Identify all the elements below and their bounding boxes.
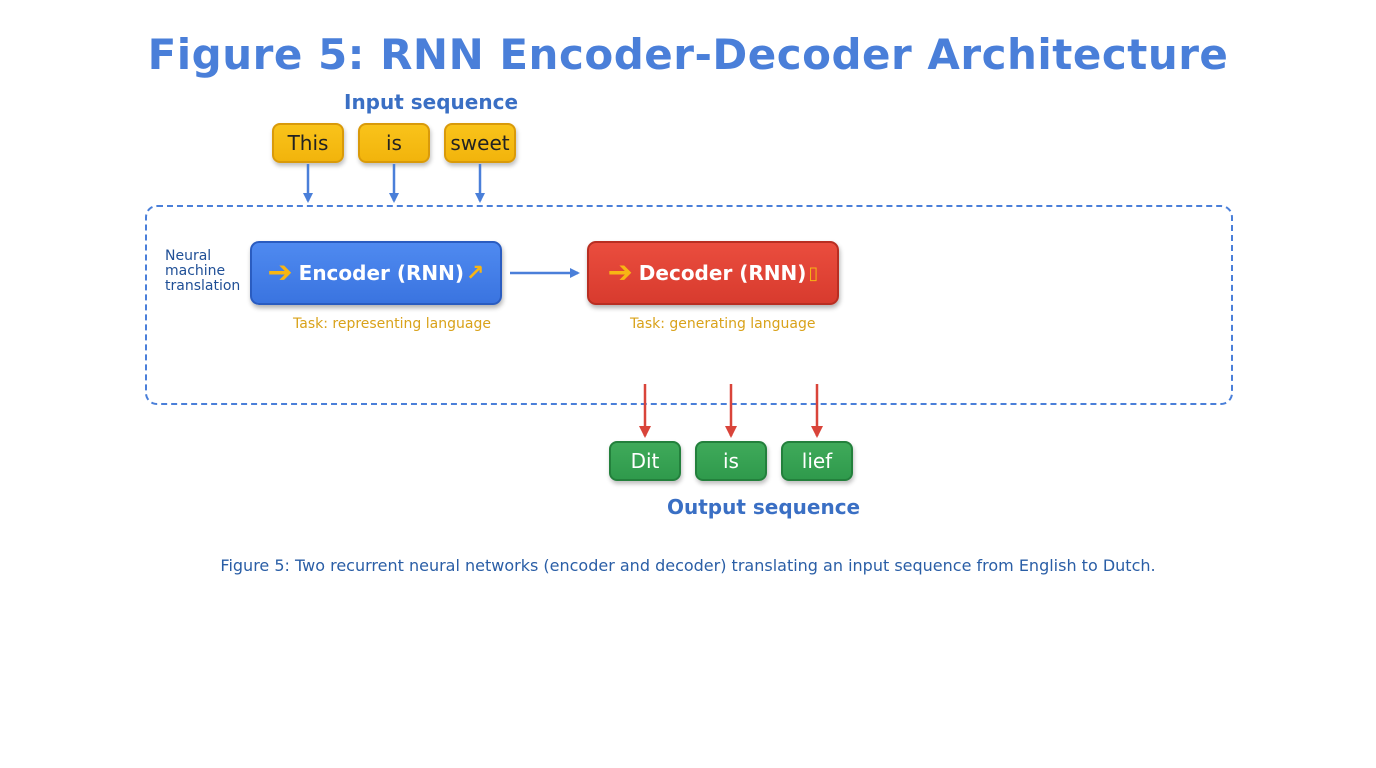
encoder-label: Encoder (RNN) (298, 261, 465, 285)
decoder-task-label: Task: generating language (630, 316, 816, 332)
input-token-2: is (358, 123, 430, 163)
figure-caption: Figure 5: Two recurrent neural networks … (220, 556, 1156, 575)
up-right-arrow-icon: ↗ (466, 260, 485, 286)
translation-frame (145, 205, 1233, 405)
encoder-block: ➔ Encoder (RNN) ↗ (250, 241, 502, 305)
neural-machine-translation-label: Neural machine translation (165, 248, 241, 294)
figure-title: Figure 5: RNN Encoder-Decoder Architectu… (147, 30, 1229, 79)
right-arrow-icon: ➔ (267, 255, 293, 290)
right-arrow-icon: ➔ (607, 255, 633, 290)
input-token-3: sweet (444, 123, 516, 163)
output-sequence-label: Output sequence (667, 495, 861, 519)
encoder-task-label: Task: representing language (293, 316, 491, 332)
output-token-2: is (695, 441, 767, 481)
missing-glyph-icon: ▯ (808, 262, 819, 284)
decoder-block: ➔ Decoder (RNN) ▯ (587, 241, 839, 305)
input-sequence-label: Input sequence (344, 90, 519, 114)
output-token-1: Dit (609, 441, 681, 481)
input-token-1: This (272, 123, 344, 163)
decoder-label: Decoder (RNN) (638, 261, 807, 285)
output-token-3: lief (781, 441, 853, 481)
